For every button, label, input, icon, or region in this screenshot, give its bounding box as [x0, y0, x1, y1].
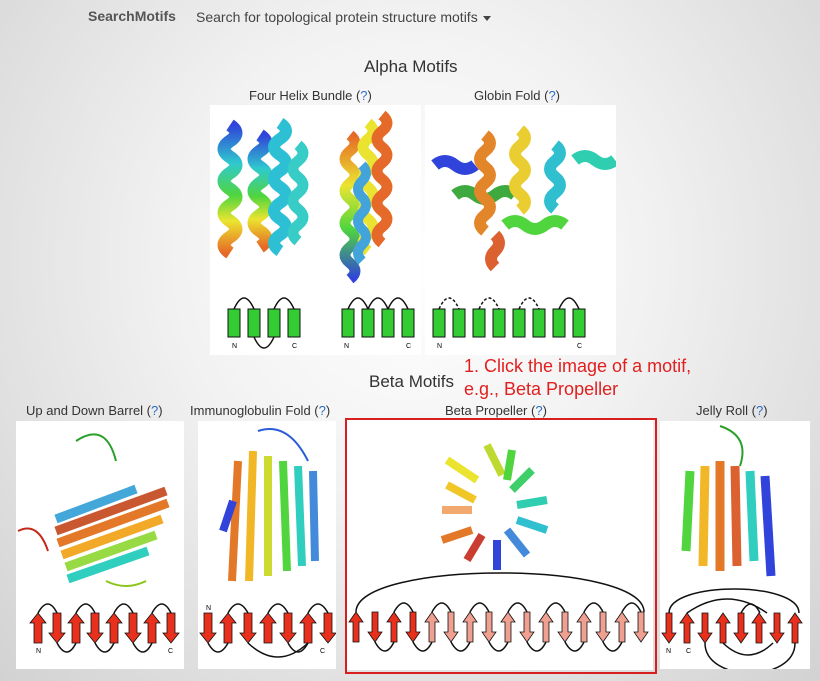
up-and-down-barrel-image: N C — [17, 433, 180, 655]
jelly-roll-image: N C — [661, 425, 803, 669]
help-link[interactable]: ? — [151, 403, 159, 418]
motif-card-jelly-roll[interactable]: N C — [660, 421, 810, 669]
instruction-callout: 1. Click the image of a motif, e.g., Bet… — [464, 355, 691, 401]
motif-card-immunoglobulin-fold[interactable]: N C — [198, 421, 336, 669]
motif-label-jelly-roll: Jelly Roll (?) — [696, 403, 768, 418]
search-menu-label: Search for topological protein structure… — [196, 9, 478, 25]
callout-line-1: 1. Click the image of a motif, — [464, 356, 692, 376]
motif-name: Beta Propeller — [445, 403, 528, 418]
beta-propeller-image — [348, 443, 649, 652]
motif-label-beta-propeller: Beta Propeller (?) — [445, 403, 547, 418]
beta-propeller-highlight-box — [345, 418, 657, 674]
motif-label-globin-fold: Globin Fold (?) — [474, 88, 561, 103]
help-link[interactable]: ? — [318, 403, 326, 418]
motif-name: Jelly Roll — [696, 403, 749, 418]
c-terminus-label: C — [320, 648, 325, 655]
help-link[interactable]: ? — [360, 88, 368, 103]
c-terminus-label: C — [406, 343, 411, 350]
motif-name: Up and Down Barrel — [26, 403, 144, 418]
immunoglobulin-fold-image: N C — [199, 428, 336, 658]
c-terminus-label: C — [168, 648, 173, 655]
motif-name: Immunoglobulin Fold — [190, 403, 311, 418]
motif-card-globin-fold[interactable]: N C — [425, 105, 616, 355]
c-terminus-label: C — [577, 343, 582, 350]
n-terminus-label: N — [36, 648, 41, 655]
n-terminus-label: N — [206, 605, 211, 612]
n-terminus-label: N — [232, 343, 237, 350]
motif-card-beta-propeller[interactable] — [347, 420, 653, 670]
help-link[interactable]: ? — [548, 88, 556, 103]
motif-label-immunoglobulin-fold: Immunoglobulin Fold (?) — [190, 403, 331, 418]
motif-name: Globin Fold — [474, 88, 541, 103]
c-terminus-label: C — [686, 648, 691, 655]
search-menu-dropdown[interactable]: Search for topological protein structure… — [196, 9, 491, 25]
propeller-topology — [348, 611, 649, 643]
n-terminus-label: N — [344, 343, 349, 350]
globin-fold-image: N C — [431, 125, 616, 350]
caret-down-icon — [482, 15, 491, 21]
help-link[interactable]: ? — [535, 403, 543, 418]
n-terminus-label: N — [437, 343, 442, 350]
alpha-section-title: Alpha Motifs — [364, 57, 458, 76]
four-helix-bundle-image: N C N C — [217, 110, 415, 350]
n-terminus-label: N — [666, 648, 671, 655]
brand-link[interactable]: SearchMotifs — [88, 8, 176, 24]
motif-card-up-and-down-barrel[interactable]: N C — [16, 421, 184, 669]
help-link[interactable]: ? — [755, 403, 764, 418]
c-terminus-label: C — [292, 343, 297, 350]
beta-section-title: Beta Motifs — [369, 372, 455, 391]
motif-card-four-helix-bundle[interactable]: N C N C — [210, 105, 421, 355]
motif-label-four-helix-bundle: Four Helix Bundle (?) — [249, 88, 372, 103]
callout-line-2: e.g., Beta Propeller — [464, 379, 619, 399]
motif-name: Four Helix Bundle — [249, 88, 353, 103]
motif-label-up-and-down-barrel: Up and Down Barrel (?) — [26, 403, 163, 418]
